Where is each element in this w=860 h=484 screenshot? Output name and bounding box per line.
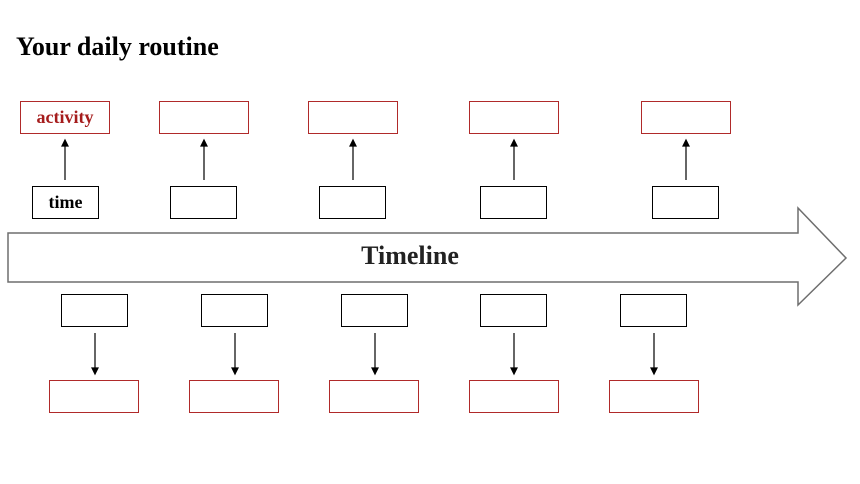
top-time-box-4[interactable] xyxy=(480,186,547,219)
bottom-activity-box-1[interactable] xyxy=(49,380,139,413)
bottom-activity-box-4[interactable] xyxy=(469,380,559,413)
top-time-box-2[interactable] xyxy=(170,186,237,219)
top-activity-box-5[interactable] xyxy=(641,101,731,134)
arrowhead-up-5 xyxy=(682,138,690,147)
timeline-label: Timeline xyxy=(361,241,459,270)
arrowhead-down-5 xyxy=(650,367,658,376)
top-activity-box-4[interactable] xyxy=(469,101,559,134)
arrowhead-down-3 xyxy=(371,367,379,376)
top-time-box-3[interactable] xyxy=(319,186,386,219)
top-time-box-5[interactable] xyxy=(652,186,719,219)
bottom-time-box-2[interactable] xyxy=(201,294,268,327)
arrowhead-up-2 xyxy=(200,138,208,147)
bottom-time-box-3[interactable] xyxy=(341,294,408,327)
arrowhead-up-4 xyxy=(510,138,518,147)
bottom-time-box-1[interactable] xyxy=(61,294,128,327)
arrowhead-down-4 xyxy=(510,367,518,376)
arrowhead-down-1 xyxy=(91,367,99,376)
bottom-time-box-5[interactable] xyxy=(620,294,687,327)
arrowhead-down-2 xyxy=(231,367,239,376)
top-activity-box-2[interactable] xyxy=(159,101,249,134)
top-time-box-1[interactable]: time xyxy=(32,186,99,219)
bottom-activity-box-2[interactable] xyxy=(189,380,279,413)
bottom-time-box-4[interactable] xyxy=(480,294,547,327)
arrowhead-up-3 xyxy=(349,138,357,147)
bottom-activity-box-5[interactable] xyxy=(609,380,699,413)
top-activity-box-3[interactable] xyxy=(308,101,398,134)
top-activity-box-1[interactable]: activity xyxy=(20,101,110,134)
bottom-activity-box-3[interactable] xyxy=(329,380,419,413)
arrowhead-up-1 xyxy=(61,138,69,147)
timeline-arrow xyxy=(7,206,848,307)
page-title: Your daily routine xyxy=(16,32,219,61)
